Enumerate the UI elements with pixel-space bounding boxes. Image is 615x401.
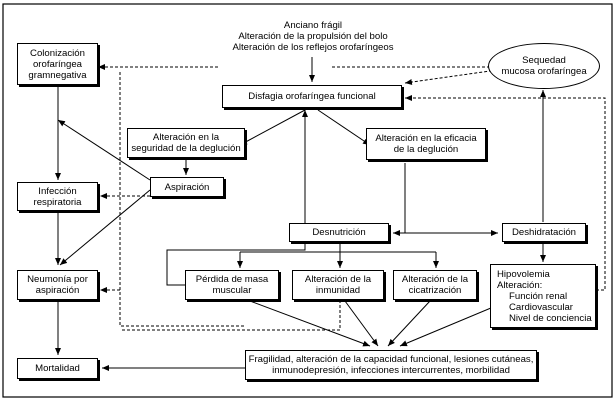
top-box-line-1: Anciano frágil xyxy=(283,19,343,31)
seguridad-line-2: seguridad de la deglución xyxy=(131,143,241,154)
hipovolemia-box: Hipovolemia Alteración: Función renal Ca… xyxy=(490,264,596,328)
aspiracion-box: Aspiración xyxy=(150,177,224,197)
perdida-line-2: muscular xyxy=(212,285,252,296)
colonizacion-line-3: gramnegativa xyxy=(28,69,87,81)
perdida-box: Pérdida de masa muscular xyxy=(185,270,279,300)
sequedad-line-2: mucosa orofaríngea xyxy=(501,66,587,77)
infeccion-box: Infección respiratoria xyxy=(17,182,98,211)
inmunidad-line-1: Alteración de la xyxy=(304,274,372,285)
edge-disfagia-to-seguridad xyxy=(239,109,306,146)
edge-perdida-to-fragilidad xyxy=(249,300,371,347)
seguridad-box: Alteración en la seguridad de la degluci… xyxy=(127,128,245,158)
fragilidad-line-2: inmunodepresión, infecciones intercurren… xyxy=(272,365,510,376)
edge-hipovolemia-to-disfagia xyxy=(405,95,606,291)
hipovolemia-subtitle: Alteración: xyxy=(497,279,543,291)
hipovolemia-title: Hipovolemia xyxy=(497,268,550,280)
hipovolemia-item-2: Cardiovascular xyxy=(509,301,573,313)
colonizacion-line-1: Colonización xyxy=(30,47,85,59)
cicatrizacion-line-2: cicatrización xyxy=(408,285,462,296)
edge-dashed-left-loop xyxy=(119,72,245,327)
desnutricion-label: Desnutrición xyxy=(312,227,366,238)
edge-disfagia-to-eficacia xyxy=(317,109,371,146)
neumonia-line-1: Neumonía por xyxy=(27,274,88,285)
cicatrizacion-box: Alteración de la cicatrización xyxy=(393,270,477,300)
desnutricion-box: Desnutrición xyxy=(289,223,389,242)
colonizacion-box: Colonización orofaríngea gramnegativa xyxy=(17,43,98,85)
disfagia-box: Disfagia orofaríngea funcional xyxy=(222,85,402,108)
deshidratacion-label: Deshidratación xyxy=(512,227,576,238)
top-box-line-2: Alteración de la propulsión del bolo xyxy=(238,30,388,42)
hipovolemia-item-3: Nivel de conciencia xyxy=(509,312,592,324)
inmunidad-box: Alteración de la inmunidad xyxy=(292,270,384,300)
inmunidad-line-2: inmunidad xyxy=(315,285,361,296)
eficacia-line-1: Alteración en la eficacia xyxy=(375,133,477,144)
sequedad-line-1: Sequedad xyxy=(522,55,566,66)
disfagia-label: Disfagia orofaríngea funcional xyxy=(248,91,376,102)
eficacia-line-2: de la deglución xyxy=(393,144,459,155)
neumonia-line-2: aspiración xyxy=(35,285,80,296)
sequedad-ellipse: Sequedad mucosa orofaríngea xyxy=(488,43,600,89)
deshidratacion-box: Deshidratación xyxy=(502,223,586,242)
colonizacion-line-2: orofaríngea xyxy=(32,58,83,70)
seguridad-line-1: Alteración en la xyxy=(152,132,220,143)
edge-perdida-to-disfagia xyxy=(166,110,308,286)
edge-sequedad-to-disfagia xyxy=(404,69,498,85)
top-box-line-3: Alteración de los reflejos orofaríngeos xyxy=(232,41,394,53)
mortalidad-box: Mortalidad xyxy=(17,358,98,379)
infeccion-line-1: Infección xyxy=(38,185,77,197)
edge-cicatrizacion-to-fragilidad xyxy=(387,300,431,347)
outer-frame xyxy=(2,3,613,398)
fragilidad-line-1: Fragilidad, alteración de la capacidad f… xyxy=(248,354,534,365)
hipovolemia-item-1: Función renal xyxy=(509,290,568,302)
eficacia-box: Alteración en la eficacia de la deglució… xyxy=(366,128,486,160)
cicatrizacion-line-1: Alteración de la xyxy=(401,274,469,285)
edge-aspiracion-to-neumonia xyxy=(59,189,151,266)
edge-aspiracion-to-colonizacion xyxy=(57,119,151,181)
aspiracion-label: Aspiración xyxy=(164,181,210,193)
mortalidad-label: Mortalidad xyxy=(35,363,80,374)
top-box: Anciano frágil Alteración de la propulsi… xyxy=(218,16,408,56)
edge-inmunidad-to-neumonia xyxy=(120,300,341,331)
edge-inmunidad-to-fragilidad xyxy=(344,300,379,347)
neumonia-box: Neumonía por aspiración xyxy=(17,270,98,300)
infeccion-line-2: respiratoria xyxy=(33,196,82,208)
perdida-line-1: Pérdida de masa xyxy=(195,274,269,285)
fragilidad-box: Fragilidad, alteración de la capacidad f… xyxy=(245,350,537,380)
